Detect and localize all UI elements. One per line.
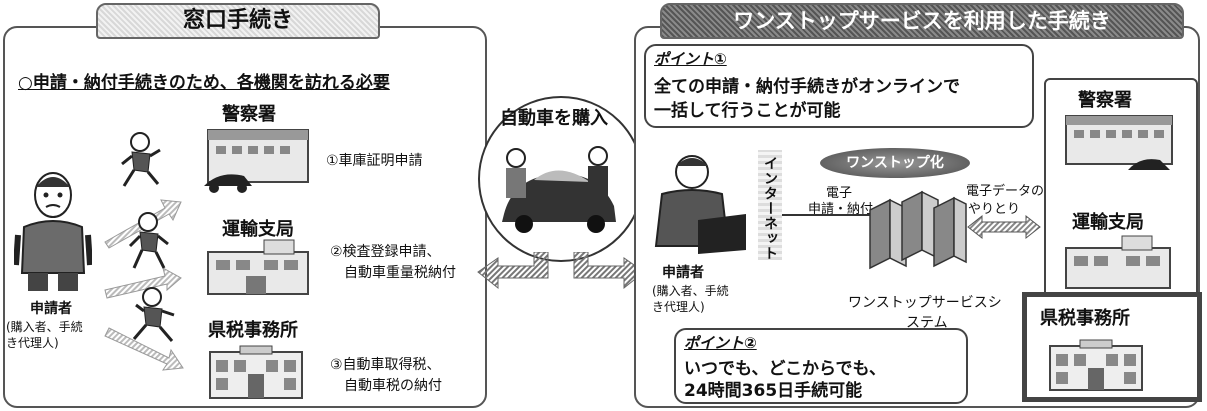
right-applicant-sub2: き代理人): [652, 300, 705, 314]
exchange-arrow-icon: [967, 214, 1041, 240]
left-agency-2-step1: ②検査登録申請、: [330, 244, 441, 260]
left-agency-1-step: ①車庫証明申請: [326, 153, 423, 169]
transport-office-icon: [207, 239, 309, 295]
runner-3: [132, 287, 175, 342]
center-label: 自動車を購入: [500, 108, 608, 129]
point1-box: [644, 44, 1034, 128]
right-agency-2-name: 運輸支局: [1072, 212, 1144, 233]
right-police-icon: [1065, 115, 1173, 170]
left-flow-arrows: [104, 199, 184, 371]
right-agency-3-name: 県税事務所: [1040, 308, 1130, 329]
left-agency-3-step1: ③自動車取得税、: [330, 357, 441, 373]
left-agency-1-name: 警察署: [222, 104, 276, 125]
connect-line: [782, 214, 874, 216]
runner-1: [121, 132, 161, 187]
onestop-badge: ワンストップ化: [820, 148, 970, 178]
system-label-2: ステム: [906, 315, 948, 331]
left-applicant-sub2: き代理人): [6, 336, 59, 350]
point2-title: ポイント②: [684, 334, 757, 352]
right-transport-icon: [1065, 235, 1171, 289]
point1-line1: 全ての申請・納付手続きがオンラインで: [654, 77, 960, 97]
point2-line2: 24時間365日手続可能: [684, 381, 863, 401]
left-agency-2-step2: 自動車重量税納付: [344, 265, 456, 281]
right-tax-office-icon: [1049, 339, 1143, 391]
left-agency-3-name: 県税事務所: [208, 320, 298, 341]
left-applicant-sub1: (購入者、手続: [6, 320, 83, 334]
police-station-icon: [204, 129, 309, 193]
server-system-icon: [869, 190, 967, 270]
left-panel-title: 窓口手続き: [96, 3, 380, 39]
internet-label: インターネット: [762, 156, 778, 261]
applicant-figure: [14, 172, 92, 291]
shinsei-label: 申請・納付: [808, 202, 874, 217]
edata-label-2: やりとり: [968, 202, 1021, 217]
edata-label-1: 電子データの: [966, 184, 1045, 199]
internet-bar: [758, 150, 782, 260]
left-need-text: ○申請・納付手続きのため、各機関を訪れる必要: [18, 73, 390, 93]
denshi-label: 電子: [826, 186, 853, 201]
center-connector-arrows: [477, 252, 645, 290]
right-agency-1-name: 警察署: [1078, 90, 1132, 111]
left-applicant-label: 申請者: [30, 301, 72, 317]
right-applicant-sub1: (購入者、手続: [652, 284, 729, 298]
point2-line1: いつでも、どこからでも、: [684, 359, 886, 379]
point2-box: [674, 328, 968, 404]
system-label-1: ワンストップサービスシ: [848, 295, 1002, 311]
computer-user-icon: [654, 155, 746, 254]
runner-2: [128, 212, 169, 269]
right-applicant-label: 申請者: [662, 265, 704, 281]
tax-office-icon: [209, 345, 303, 399]
car-purchase-illustration: [502, 146, 616, 233]
right-panel-title: ワンストップサービスを利用した手続き: [660, 3, 1184, 39]
left-agency-2-name: 運輸支局: [222, 219, 294, 240]
point1-line2: 一括して行うことが可能: [654, 101, 841, 121]
left-panel: [3, 26, 487, 408]
left-agency-3-step2: 自動車税の納付: [344, 378, 442, 394]
point1-title: ポイント①: [654, 50, 727, 68]
